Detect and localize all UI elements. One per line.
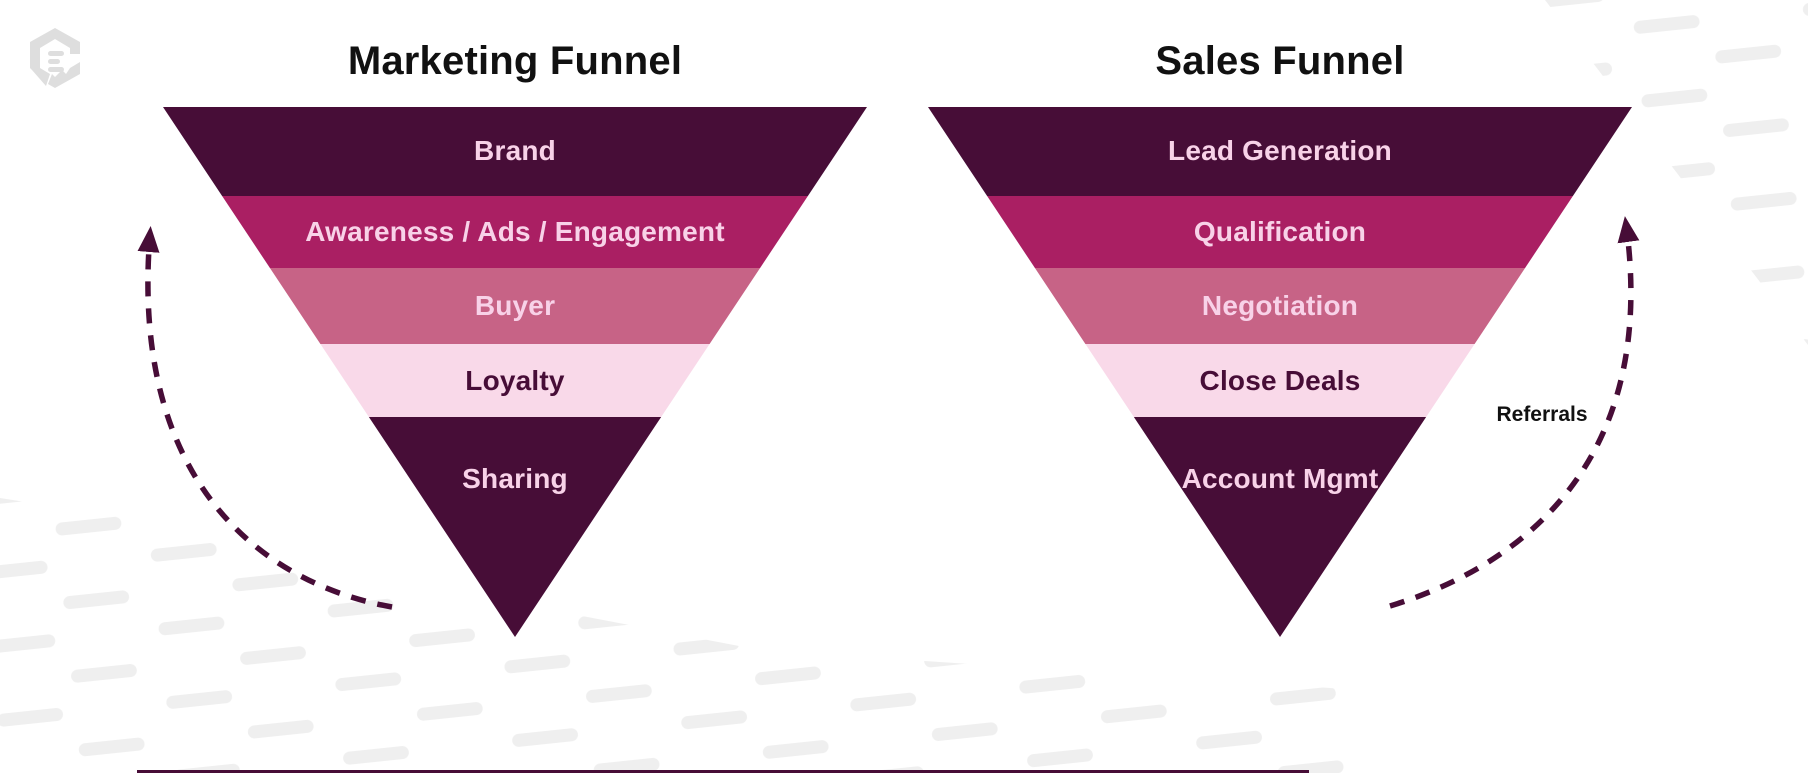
funnel-label-lead-generation: Lead Generation: [1168, 135, 1392, 166]
funnel-layer-lead-generation: [928, 107, 1632, 196]
marketing-funnel: Marketing Funnel Brand Awareness / Ads /…: [163, 36, 867, 637]
chat-hexagon-logo-icon: [30, 28, 80, 88]
funnel-label-sharing: Sharing: [462, 463, 568, 494]
marketing-funnel-title: Marketing Funnel: [347, 39, 683, 83]
funnel-label-brand: Brand: [474, 135, 556, 166]
funnel-label-loyalty: Loyalty: [465, 365, 565, 396]
sales-funnel-title: Sales Funnel: [1155, 39, 1405, 83]
funnel-label-qualification: Qualification: [1193, 216, 1367, 247]
funnel-layer-account-mgmt: [928, 417, 1632, 637]
sales-funnel-shape: Lead Generation Qualification Negotiatio…: [928, 107, 1632, 637]
funnel-label-buyer: Buyer: [474, 290, 556, 321]
funnel-label-negotiation: Negotiation: [1201, 290, 1359, 321]
funnel-label-account-mgmt: Account Mgmt: [1181, 462, 1379, 494]
referrals-annotation: Referrals: [1496, 403, 1588, 426]
bottom-crop-bar: [137, 770, 1309, 773]
funnel-layer-sharing: [163, 417, 867, 637]
funnel-label-close-deals: Close Deals: [1199, 365, 1361, 396]
funnel-label-awareness: Awareness / Ads / Engagement: [305, 216, 725, 247]
marketing-funnel-shape: Brand Awareness / Ads / Engagement Buyer…: [163, 107, 867, 637]
sales-funnel: Sales Funnel Lead Generation Qualificati…: [928, 36, 1632, 637]
funnel-layer-brand: [163, 107, 867, 196]
